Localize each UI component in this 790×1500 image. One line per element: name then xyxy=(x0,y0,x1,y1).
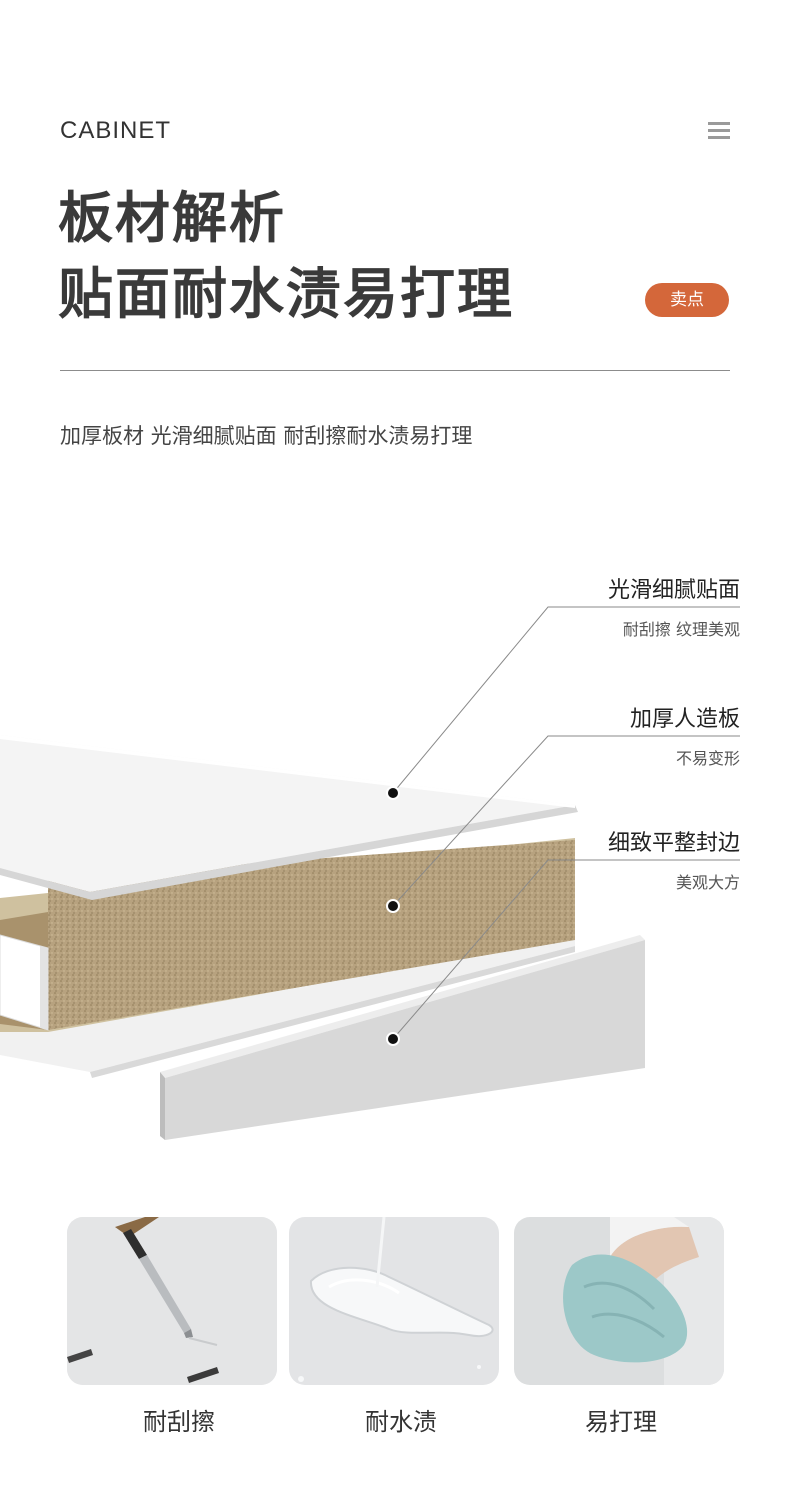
callout-board: 加厚人造板 不易变形 xyxy=(630,701,740,769)
callout-title: 加厚人造板 xyxy=(629,707,740,732)
marker-dot-2 xyxy=(386,899,400,913)
page-title: 板材解析 贴面耐水渍易打理 xyxy=(58,180,514,332)
feature-label: 耐水渍 xyxy=(365,1408,437,1436)
cloth-wipe-icon xyxy=(514,1217,724,1385)
marker-dot-3 xyxy=(386,1032,400,1046)
edge-banding-strip xyxy=(160,935,645,1140)
top-laminate-layer xyxy=(0,735,578,900)
callout-edge: 细致平整封边 美观大方 xyxy=(608,825,740,893)
leader-line-1 xyxy=(392,606,740,794)
selling-point-badge: 卖点 xyxy=(645,283,729,317)
leader-line-2 xyxy=(392,735,740,907)
callout-title: 光滑细腻贴面 xyxy=(607,578,740,603)
left-edge-strip xyxy=(0,934,49,1031)
photo-scratch-resistant xyxy=(67,1217,277,1385)
callout-desc: 不易变形 xyxy=(675,749,740,768)
water-spill-icon xyxy=(289,1217,499,1385)
brand-label: CABINET xyxy=(60,117,172,144)
feature-label: 耐刮擦 xyxy=(143,1408,215,1436)
callout-title: 细致平整封边 xyxy=(607,831,740,856)
callout-desc: 耐刮擦 纹理美观 xyxy=(622,620,740,639)
subtitle: 加厚板材 光滑细腻贴面 耐刮擦耐水渍易打理 xyxy=(60,424,473,448)
menu-icon[interactable] xyxy=(708,122,730,140)
divider xyxy=(60,370,730,371)
leader-line-3 xyxy=(392,859,740,1040)
feature-label: 易打理 xyxy=(585,1408,657,1436)
board-diagram: 光滑细腻贴面 耐刮擦 纹理美观 加厚人造板 不易变形 细致平整封边 美观大方 xyxy=(0,560,790,1180)
bottom-laminate-layer xyxy=(0,932,575,1078)
board-layers-illustration xyxy=(0,606,740,1140)
screwdriver-scratch-icon xyxy=(67,1217,277,1385)
title-line-2: 贴面耐水渍易打理 xyxy=(58,262,515,326)
photo-easy-clean xyxy=(514,1217,724,1385)
callout-desc: 美观大方 xyxy=(675,873,740,892)
photo-water-resistant xyxy=(289,1217,499,1385)
marker-dot-1 xyxy=(386,786,400,800)
callout-surface: 光滑细腻贴面 耐刮擦 纹理美观 xyxy=(608,572,740,640)
title-line-1: 板材解析 xyxy=(58,186,287,250)
